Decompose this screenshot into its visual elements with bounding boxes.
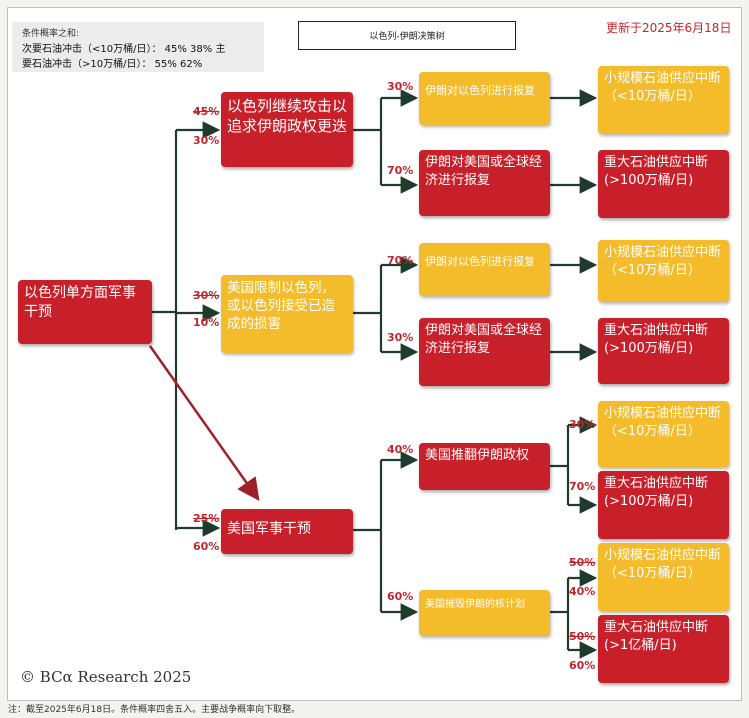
node-outcome-8: 重大石油供应中断(>1亿桶/日) <box>598 615 729 683</box>
updated-date: 更新于2025年6月18日 <box>606 21 732 35</box>
prob-b2-old: 30% <box>193 289 220 302</box>
node-outcome-3: 小规模石油供应中断（<10万桶/日） <box>598 240 729 302</box>
node-b3b: 美国摧毁伊朗的核计划 <box>419 590 550 636</box>
legend-line-1: 次要石油冲击（<10万桶/日）： 45% 38% 主 <box>22 44 226 55</box>
prob-b1a: 30% <box>387 80 414 93</box>
prob-b3a-outcome-5: 30% <box>569 418 596 431</box>
node-root: 以色列单方面军事干预 <box>18 280 152 344</box>
prob-b3b-outcome-7-old: 50% <box>569 556 596 569</box>
legend-line-2: 要石油冲击（>10万桶/日）： 55% 62% <box>22 59 203 70</box>
node-b3a: 美国推翻伊朗政权 <box>419 443 550 490</box>
node-outcome-2: 重大石油供应中断(>100万桶/日) <box>598 150 729 218</box>
node-b3: 美国军事干预 <box>221 509 353 554</box>
prob-b3-new: 60% <box>193 540 220 553</box>
legend-title: 条件概率之和: <box>22 29 80 39</box>
node-b2a: 伊朗对以色列进行报复 <box>419 243 550 296</box>
node-outcome-1: 小规模石油供应中断（<10万桶/日） <box>598 66 729 134</box>
node-b1a: 伊朗对以色列进行报复 <box>419 72 550 125</box>
footnote: 注：截至2025年6月18日。条件概率四舍五入。主要战争概率向下取整。 <box>8 705 301 715</box>
legend-box: 条件概率之和: 次要石油冲击（<10万桶/日）： 45% 38% 主 要石油冲击… <box>12 22 264 72</box>
prob-b3a: 40% <box>387 443 414 456</box>
prob-b2b: 30% <box>387 331 414 344</box>
prob-b3b-outcome-7-new: 40% <box>569 585 596 598</box>
node-outcome-5: 小规模石油供应中断（<10万桶/日） <box>598 401 729 467</box>
prob-b3b-outcome-8-old: 50% <box>569 630 596 643</box>
prob-b1b: 70% <box>387 164 414 177</box>
diagram-title: 以色列-伊朗决策树 <box>298 21 516 50</box>
prob-b3a-outcome-6: 70% <box>569 480 596 493</box>
prob-b2a: 70% <box>387 254 414 267</box>
prob-b1-old: 45% <box>193 105 220 118</box>
node-b1b: 伊朗对美国或全球经济进行报复 <box>419 150 550 216</box>
node-b2: 美国限制以色列，或以色列接受已造成的损害 <box>221 275 353 353</box>
prob-b2-new: 10% <box>193 316 220 329</box>
prob-b3b: 60% <box>387 590 414 603</box>
prob-b1-new: 30% <box>193 134 220 147</box>
bca-research-logo: © BCα Research 2025 <box>20 668 192 686</box>
node-b2b: 伊朗对美国或全球经济进行报复 <box>419 318 550 386</box>
node-outcome-6: 重大石油供应中断(>100万桶/日) <box>598 471 729 539</box>
prob-b3b-outcome-8-new: 60% <box>569 659 596 672</box>
prob-b3-old: 25% <box>193 512 220 525</box>
node-b1: 以色列继续攻击以追求伊朗政权更迭 <box>221 92 353 167</box>
node-outcome-7: 小规模石油供应中断（<10万桶/日） <box>598 543 729 611</box>
node-outcome-4: 重大石油供应中断(>100万桶/日) <box>598 318 729 384</box>
